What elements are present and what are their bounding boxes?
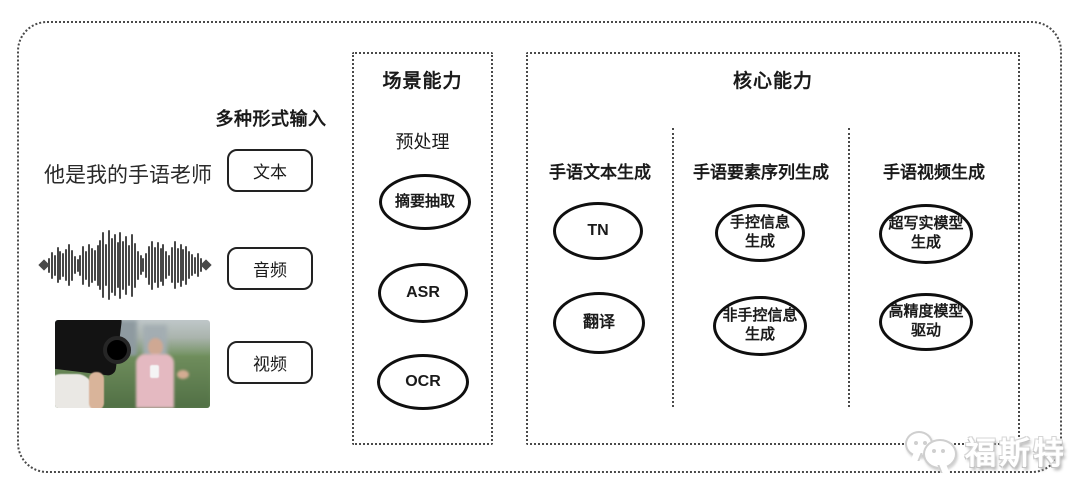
chat-bubbles-icon xyxy=(903,429,959,473)
column-heading-sl-text-generation: 手语文本生成 xyxy=(549,163,651,182)
audio-waveform-icon xyxy=(40,228,210,302)
waveform-bar xyxy=(142,258,145,272)
waveform-bar xyxy=(133,242,136,288)
waveform-bar xyxy=(148,245,151,285)
waveform-bar xyxy=(162,244,165,286)
bubble-eye xyxy=(941,448,945,453)
waveform-bar xyxy=(145,252,148,278)
node-tn: TN xyxy=(553,202,643,260)
waveform-bar xyxy=(136,250,139,280)
waveform-bar xyxy=(99,240,102,290)
waveform-bar xyxy=(139,255,142,275)
waveform-bar xyxy=(93,249,96,281)
waveform-bar xyxy=(73,256,76,274)
watermark-text: 福斯特 xyxy=(965,436,1067,471)
text-input-box: 文本 xyxy=(227,149,313,192)
bubble-eye xyxy=(914,440,918,445)
waveform-bar xyxy=(176,247,179,283)
video-input-box: 视频 xyxy=(227,341,313,384)
waveform-bar xyxy=(182,249,185,281)
waveform-bar xyxy=(196,253,199,277)
waveform-bar xyxy=(119,231,122,299)
waveform-bar xyxy=(168,254,171,276)
waveform-bar xyxy=(56,247,59,283)
waveform-bar xyxy=(150,240,153,290)
waveform-bar xyxy=(68,244,71,286)
waveform-bar xyxy=(85,250,88,280)
column-heading-sl-element-sequence-generation: 手语要素序列生成 xyxy=(693,163,829,182)
scene-capability-title: 场景能力 xyxy=(382,71,463,92)
column-divider xyxy=(848,128,850,407)
photo-photographer-arm xyxy=(89,372,104,408)
node-nonmanual-info-generation: 非手控信息 生成 xyxy=(713,296,807,356)
video-input-label: 视频 xyxy=(253,355,287,374)
photo-reporter-hand xyxy=(177,370,189,379)
watermark: 福斯特 xyxy=(903,428,1067,473)
waveform-bar xyxy=(96,244,99,286)
waveform-bar xyxy=(193,256,196,274)
node-hyperrealistic-model-generation: 超写实模型 生成 xyxy=(879,204,973,264)
bubble-eye xyxy=(923,440,927,445)
photo-microphone xyxy=(150,365,159,378)
waveform-bar xyxy=(105,244,108,286)
waveform-bar xyxy=(48,257,50,273)
waveform-bar xyxy=(165,251,168,279)
column-heading-sl-video-generation: 手语视频生成 xyxy=(883,163,985,182)
photo-reporter-head xyxy=(148,338,163,356)
node-asr: ASR xyxy=(378,263,468,323)
core-capability-box: 核心能力 手语文本生成 手语要素序列生成 手语视频生成 TN 翻译 手控信息 生… xyxy=(526,52,1020,445)
waveform-bar xyxy=(199,258,202,272)
waveform-bar xyxy=(170,247,173,283)
waveform-bar xyxy=(125,235,128,295)
scene-capability-box: 场景能力 预处理 摘要抽取 ASR OCR xyxy=(352,52,493,445)
preprocess-label: 预处理 xyxy=(395,132,450,152)
waveform-bar xyxy=(50,251,53,279)
node-ocr: OCR xyxy=(377,354,469,410)
photo-photographer-shoulder xyxy=(55,374,93,408)
node-high-precision-model-driving: 高精度模型 驱动 xyxy=(879,293,973,351)
waveform-bar xyxy=(76,258,79,272)
waveform-bar xyxy=(173,241,176,289)
waveform-bar xyxy=(179,243,182,287)
node-manual-info-generation: 手控信息 生成 xyxy=(715,204,805,262)
node-summary-extraction: 摘要抽取 xyxy=(379,174,471,230)
waveform-bar xyxy=(70,249,73,281)
waveform-bar xyxy=(159,248,162,282)
photo-camera-lens xyxy=(103,336,131,364)
waveform-bar xyxy=(116,242,119,288)
text-input-label: 文本 xyxy=(253,163,287,182)
waveform-bar xyxy=(53,254,56,276)
waveform-bar xyxy=(110,237,113,293)
waveform-bar xyxy=(90,247,93,283)
waveform-bar xyxy=(130,233,133,297)
waveform-bar xyxy=(153,247,156,283)
column-divider xyxy=(672,128,674,407)
audio-input-box: 音频 xyxy=(227,247,313,290)
waveform-bar xyxy=(156,242,159,288)
video-still-photo xyxy=(55,320,210,408)
node-translation: 翻译 xyxy=(553,292,645,354)
core-capability-title: 核心能力 xyxy=(732,71,813,92)
waveform-bar xyxy=(79,254,82,276)
waveform-bar xyxy=(102,232,105,298)
photo-reporter-body xyxy=(136,354,174,408)
waveform-bar xyxy=(62,253,65,277)
waveform-bar xyxy=(59,250,62,280)
waveform-bar xyxy=(185,245,188,285)
waveform-bar xyxy=(82,245,85,285)
waveform-bar xyxy=(113,234,116,296)
chat-bubble-large xyxy=(923,438,957,469)
waveform-bar xyxy=(188,251,191,279)
bubble-eye xyxy=(932,448,936,453)
waveform-bar xyxy=(122,240,125,290)
outer-dashed-frame xyxy=(17,21,1062,473)
sample-sentence-text: 他是我的手语老师 xyxy=(44,164,212,187)
input-section-label: 多种形式输入 xyxy=(215,109,327,129)
waveform-bar xyxy=(65,249,68,281)
waveform-bar xyxy=(128,244,131,286)
waveform-bar xyxy=(190,254,193,276)
waveform-bar xyxy=(108,230,111,300)
waveform-bar xyxy=(88,243,91,287)
audio-input-label: 音频 xyxy=(253,261,287,280)
